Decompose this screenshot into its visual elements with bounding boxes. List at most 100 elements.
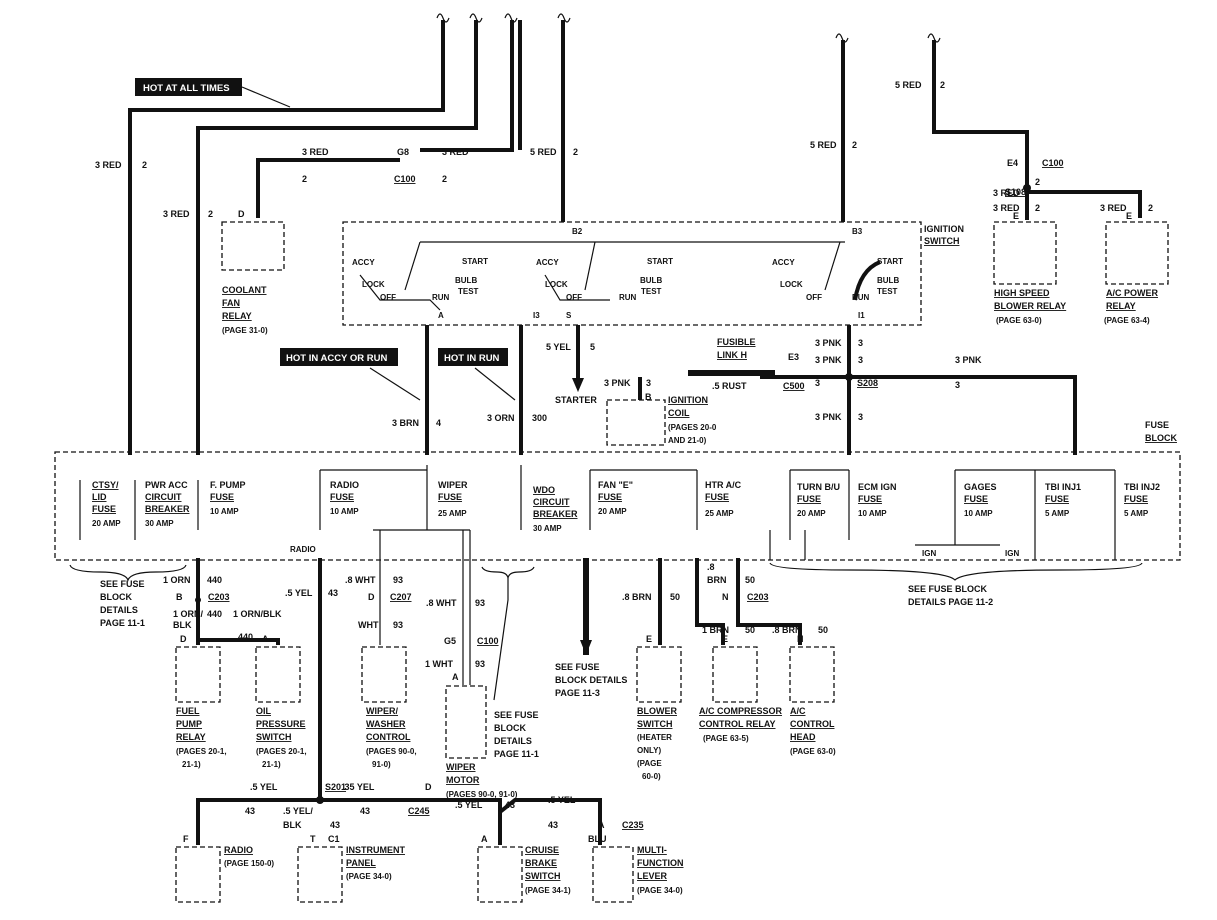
svg-text:10 AMP: 10 AMP xyxy=(210,507,239,516)
svg-text:FUSE: FUSE xyxy=(1145,420,1169,430)
svg-text:S201: S201 xyxy=(325,782,346,792)
svg-text:B: B xyxy=(645,392,652,402)
svg-text:.5 YEL: .5 YEL xyxy=(455,800,483,810)
svg-text:FUEL: FUEL xyxy=(176,706,200,716)
svg-text:43: 43 xyxy=(328,588,338,598)
svg-text:IGN: IGN xyxy=(922,549,936,558)
svg-text:C100: C100 xyxy=(1042,158,1064,168)
svg-text:(PAGE 31-0): (PAGE 31-0) xyxy=(222,326,268,335)
svg-text:C207: C207 xyxy=(390,592,412,602)
svg-text:(PAGE 63-5): (PAGE 63-5) xyxy=(703,734,749,743)
svg-text:300: 300 xyxy=(532,413,547,423)
svg-text:RADIO: RADIO xyxy=(330,480,359,490)
svg-text:G5: G5 xyxy=(444,636,456,646)
svg-text:(PAGES 90-0, 91-0): (PAGES 90-0, 91-0) xyxy=(446,790,518,799)
svg-text:C100: C100 xyxy=(477,636,499,646)
svg-text:3 ORN: 3 ORN xyxy=(487,413,515,423)
svg-text:I3: I3 xyxy=(533,311,540,320)
svg-text:TEST: TEST xyxy=(877,287,898,296)
svg-text:3: 3 xyxy=(858,412,863,422)
svg-text:93: 93 xyxy=(475,598,485,608)
svg-text:A/C POWER: A/C POWER xyxy=(1106,288,1159,298)
svg-text:.8 BRN: .8 BRN xyxy=(772,625,802,635)
svg-text:50: 50 xyxy=(818,625,828,635)
svg-text:CONTROL RELAY: CONTROL RELAY xyxy=(699,719,776,729)
svg-text:TBI INJ1: TBI INJ1 xyxy=(1045,482,1081,492)
svg-text:FUSE: FUSE xyxy=(210,492,234,502)
svg-text:43: 43 xyxy=(548,820,558,830)
fuse-block-arrow xyxy=(580,640,592,655)
svg-text:HEAD: HEAD xyxy=(790,732,816,742)
svg-text:3 PNK: 3 PNK xyxy=(815,338,842,348)
component-labels: COOLANT FAN RELAY (PAGE 31-0) HIGH SPEED… xyxy=(176,285,1159,895)
svg-text:30 AMP: 30 AMP xyxy=(145,519,174,528)
svg-text:(PAGES 20-1,: (PAGES 20-1, xyxy=(256,747,307,756)
svg-text:43: 43 xyxy=(505,800,515,810)
svg-text:FUSE: FUSE xyxy=(1124,494,1148,504)
svg-text:B: B xyxy=(176,592,183,602)
svg-text:SEE FUSE BLOCK: SEE FUSE BLOCK xyxy=(908,584,988,594)
svg-text:93: 93 xyxy=(475,659,485,669)
svg-text:IGNITION: IGNITION xyxy=(668,395,708,405)
svg-text:2: 2 xyxy=(1035,203,1040,213)
svg-text:E: E xyxy=(1013,211,1019,221)
svg-text:BRN: BRN xyxy=(707,575,727,585)
svg-text:ACCY: ACCY xyxy=(772,258,795,267)
svg-text:43: 43 xyxy=(360,806,370,816)
hot-accy-run-banner: HOT IN ACCY OR RUN xyxy=(280,348,421,401)
svg-text:FUSE: FUSE xyxy=(438,492,462,502)
svg-text:.5 YEL: .5 YEL xyxy=(285,588,313,598)
svg-text:S108: S108 xyxy=(1005,187,1026,197)
svg-text:SWITCH: SWITCH xyxy=(525,871,561,881)
svg-text:2: 2 xyxy=(208,209,213,219)
svg-text:3 RED: 3 RED xyxy=(95,160,122,170)
svg-text:3 PNK: 3 PNK xyxy=(815,355,842,365)
svg-text:10 AMP: 10 AMP xyxy=(964,509,993,518)
svg-text:(HEATER: (HEATER xyxy=(637,733,672,742)
svg-text:21-1): 21-1) xyxy=(182,760,201,769)
svg-text:.35 YEL: .35 YEL xyxy=(342,782,375,792)
svg-text:WDO: WDO xyxy=(533,485,555,495)
svg-text:3: 3 xyxy=(646,378,651,388)
svg-text:LOCK: LOCK xyxy=(780,280,803,289)
svg-text:3 PNK: 3 PNK xyxy=(955,355,982,365)
svg-text:60-0): 60-0) xyxy=(642,772,661,781)
svg-text:2: 2 xyxy=(852,140,857,150)
fuse-block-labels: FUSE BLOCK CTSY/ LID FUSE 20 AMP PWR ACC… xyxy=(92,420,1177,558)
svg-text:IGN: IGN xyxy=(1005,549,1019,558)
svg-text:(PAGES 20-1,: (PAGES 20-1, xyxy=(176,747,227,756)
svg-text:N: N xyxy=(797,634,804,644)
svg-text:PAGE 11-1: PAGE 11-1 xyxy=(494,749,539,759)
svg-text:FUSE: FUSE xyxy=(598,492,622,502)
svg-text:HIGH SPEED: HIGH SPEED xyxy=(994,288,1050,298)
svg-text:20 AMP: 20 AMP xyxy=(598,507,627,516)
svg-text:5 RED: 5 RED xyxy=(895,80,922,90)
svg-text:1 ORN: 1 ORN xyxy=(163,575,191,585)
svg-text:E: E xyxy=(722,634,728,644)
svg-text:OFF: OFF xyxy=(806,293,822,302)
hot-in-run-banner: HOT IN RUN xyxy=(438,348,516,401)
svg-text:G8: G8 xyxy=(397,147,409,157)
svg-text:WIPER: WIPER xyxy=(438,480,468,490)
svg-text:CIRCUIT: CIRCUIT xyxy=(145,492,182,502)
svg-text:N: N xyxy=(722,592,729,602)
ignition-switch-contacts xyxy=(359,241,881,311)
svg-text:HOT IN ACCY OR RUN: HOT IN ACCY OR RUN xyxy=(286,353,387,364)
svg-text:BLOCK DETAILS: BLOCK DETAILS xyxy=(555,675,627,685)
svg-text:(PAGES 20-0: (PAGES 20-0 xyxy=(668,423,717,432)
svg-text:C1: C1 xyxy=(328,834,340,844)
svg-text:5 YEL: 5 YEL xyxy=(546,342,571,352)
svg-text:C203: C203 xyxy=(747,592,769,602)
svg-text:(PAGE 150-0): (PAGE 150-0) xyxy=(224,859,274,868)
svg-text:C100: C100 xyxy=(394,174,416,184)
svg-text:2: 2 xyxy=(142,160,147,170)
svg-text:E: E xyxy=(1126,211,1132,221)
svg-text:440: 440 xyxy=(238,632,253,642)
svg-text:CRUISE: CRUISE xyxy=(525,845,559,855)
svg-text:B2: B2 xyxy=(572,227,583,236)
svg-text:PAGE 11-1: PAGE 11-1 xyxy=(100,618,145,628)
splice-dots xyxy=(195,184,1031,804)
svg-text:3 RED: 3 RED xyxy=(442,147,469,157)
svg-text:F. PUMP: F. PUMP xyxy=(210,480,246,490)
see-fuse-notes: SEE FUSE BLOCK DETAILS PAGE 11-1 SEE FUS… xyxy=(69,562,1143,759)
